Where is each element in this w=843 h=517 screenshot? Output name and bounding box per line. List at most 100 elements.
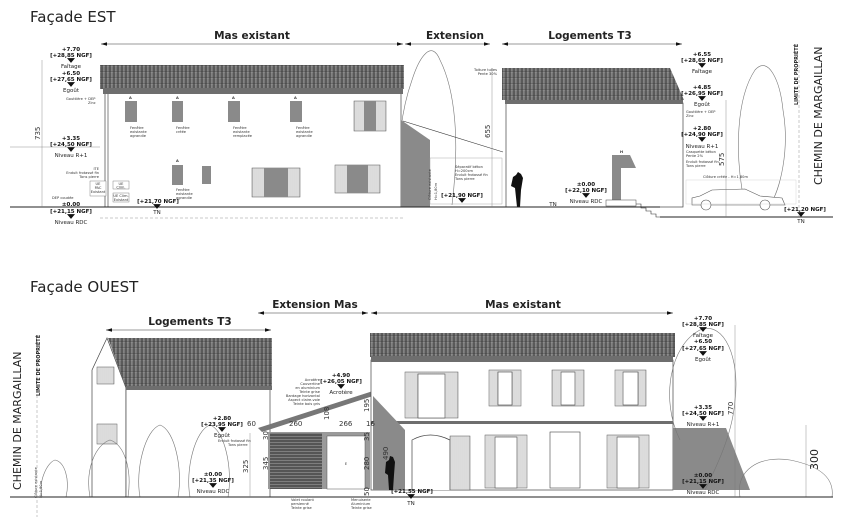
section-label-logements-t3: Logements T3 <box>148 316 231 328</box>
person-silhouette-icon <box>511 172 523 207</box>
annotation-fenetre: Fenêtre existante agrandie <box>130 126 147 138</box>
eave-band <box>103 88 403 94</box>
level-label: Faîtage <box>692 68 713 75</box>
note-line: Toiture tuiles <box>473 68 497 72</box>
annotation-dep: DEP coudée <box>52 196 74 200</box>
level-label: Faîtage <box>61 63 82 70</box>
note-line: Enduit frotassé fin <box>455 173 488 177</box>
annotation-fenetre: Fenêtre existante agrandie <box>176 188 193 200</box>
shrub-icon <box>88 439 130 498</box>
property-limit-label: LIMITE DE PROPRIÉTÉ <box>792 43 800 105</box>
level-value: ±0.00 <box>694 473 712 479</box>
note-line: Menuiserie <box>351 498 371 502</box>
spot-level: [+21,70 NGF] <box>137 199 179 205</box>
note-line: Aluminium <box>351 502 371 506</box>
marker-a: A <box>176 159 179 163</box>
road-label: CHEMIN DE MARGAILLAN <box>812 47 825 186</box>
tn-label: TN <box>548 202 556 208</box>
level-ngf: [+24,90 NGF] <box>681 132 723 138</box>
note-line: H=1,80m <box>39 480 43 498</box>
note-line: Clôture existante <box>428 168 432 200</box>
door-pane <box>494 436 518 489</box>
level-ngf: [+26,05 NGF] <box>320 379 362 385</box>
level-marker: +6.55 [+28,65 NGF] Faîtage <box>681 52 723 75</box>
note-line: Fenêtre <box>296 126 310 130</box>
marker-h: H <box>620 150 623 154</box>
level-marker: +6.50 [+27,65 NGF] Egoût <box>682 339 724 363</box>
tn-label: TN <box>152 210 160 216</box>
note-line: Enduit frotassé fin <box>66 171 99 175</box>
window <box>290 101 302 122</box>
facade-ouest-title: Façade OUEST <box>30 278 139 296</box>
logements-t3-wall <box>125 387 271 498</box>
level-marker: +7.70 [+28,85 NGF] Faîtage <box>50 47 92 70</box>
note-line: Séparatif béton <box>455 165 483 169</box>
dimension: 50 <box>363 487 371 496</box>
dimension-735: 735 <box>34 127 42 140</box>
dimension: 490 <box>382 447 390 460</box>
lower-openings <box>411 431 650 491</box>
note-line: Casquette béton <box>686 150 716 154</box>
marker-a: A <box>176 96 179 100</box>
note-line: Fenêtre <box>130 126 144 130</box>
level-ngf: [+28,65 NGF] <box>681 58 723 64</box>
facade-est: Façade EST Mas existant Extension Logeme… <box>10 8 833 226</box>
level-ngf: [+24,50 NGF] <box>50 142 92 148</box>
note-line: Enduit frotassé fin <box>686 160 719 164</box>
annotation-ue-pac: UE PAC Existant <box>89 180 107 197</box>
level-marker: +6.50 [+27,65 NGF] Egoût <box>50 71 92 94</box>
window <box>202 166 211 184</box>
level-ngf: [+21,15 NGF] <box>682 479 724 485</box>
level-marker: +4.85 [+26,95 NGF] Egoût <box>681 85 723 108</box>
extension-wall <box>401 120 430 207</box>
level-value: ±0.00 <box>577 182 595 188</box>
dimension: 60 <box>247 420 256 428</box>
porch-wall <box>612 155 621 200</box>
arched-entrance <box>411 434 451 490</box>
separation-wall <box>429 157 503 205</box>
note-line: agrandie <box>296 134 313 138</box>
note-line: Gouttière + DEP <box>66 97 96 101</box>
level-ngf: [+27,65 NGF] <box>682 346 724 352</box>
dimension: 266 <box>339 420 353 428</box>
mas-existant-roof <box>100 65 404 89</box>
note-line: Zinc <box>686 114 694 118</box>
annotation-acrotere: Acrotère Couvertine en aluminium Teinte … <box>286 378 321 406</box>
level-marker: +4.90 [+26,05 NGF] Acrotère <box>320 373 362 396</box>
level-value: ±0.00 <box>62 202 80 208</box>
note-line: existante <box>130 130 147 134</box>
car-icon <box>691 188 786 211</box>
note-line: créée <box>176 130 187 134</box>
window-pane <box>622 371 639 406</box>
note-line: Clôture existante <box>34 466 38 498</box>
section-label-mas-existant: Mas existant <box>485 299 561 311</box>
spot-level: [+21,55 NGF] <box>391 489 433 495</box>
level-marker: ±0.00 [+21,15 NGF] Niveau RDC <box>50 202 92 226</box>
dimension-655: 655 <box>484 125 492 138</box>
eave-band <box>126 386 272 390</box>
note-line: Teinte bois gris <box>292 402 320 406</box>
dimension: 770 <box>727 402 735 415</box>
note-line: Existant <box>91 190 106 194</box>
level-ngf: [+21,15 NGF] <box>50 209 92 215</box>
dimension: 195 <box>363 399 371 412</box>
note-line: Enduit frotassé fin <box>218 439 251 443</box>
annotation-gouttiere: Gouttière + DEP Zinc <box>66 97 96 105</box>
tn-label: TN <box>406 501 414 507</box>
level-label: Niveau RDC <box>55 220 88 226</box>
level-value: +4.85 <box>693 85 711 91</box>
note-line: UE <box>119 182 125 186</box>
level-label: Niveau RDC <box>197 489 230 495</box>
door-pane <box>264 168 288 197</box>
note-line: H=200cm <box>455 169 474 173</box>
note-line: Teinte grise <box>298 390 320 394</box>
gable-window <box>96 366 115 385</box>
shrub-icon <box>739 458 833 498</box>
level-value: ±0.00 <box>204 472 222 478</box>
dimension: 300 <box>808 449 821 470</box>
note-line: Tons pierre <box>78 175 99 179</box>
note-line: remplacée <box>233 134 253 138</box>
dimension: 345 <box>262 457 270 470</box>
facade-ouest: Façade OUEST Logements T3 Extension Mas … <box>10 278 833 517</box>
